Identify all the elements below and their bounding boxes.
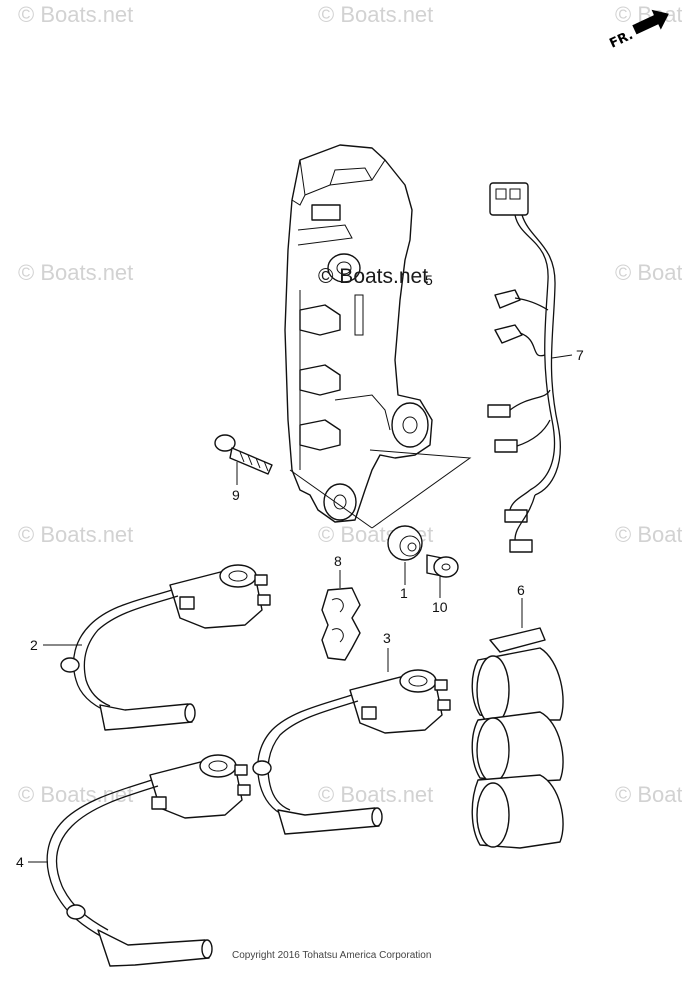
callout-4: 4	[16, 854, 24, 870]
watermark: © Boats.net	[615, 782, 682, 807]
ignition-coil-part-4: 4	[16, 754, 251, 967]
watermark: © Boats.net	[318, 782, 433, 807]
watermark: © Boats.net	[18, 260, 133, 285]
bolt-part-9: 9	[214, 434, 273, 503]
watermark-layer: © Boats.net © Boats.net © Boats.net © Bo…	[18, 2, 682, 807]
watermark: © Boats.net	[18, 2, 133, 27]
ignition-coil-part-2: 2	[30, 564, 271, 731]
callout-5: 5	[425, 272, 433, 288]
callout-10: 10	[432, 599, 448, 615]
callout-9: 9	[232, 487, 240, 503]
coil-holder-part-6: 6	[471, 582, 564, 849]
watermark: © Boats.net	[18, 522, 133, 547]
watermark: © Boats.net	[318, 2, 433, 27]
watermark: © Boats.net	[615, 260, 682, 285]
callout-8: 8	[334, 553, 342, 569]
callout-7: 7	[576, 347, 584, 363]
cdi-bracket-part-5: © Boats.net 5	[284, 144, 472, 529]
fr-label: FR.	[607, 28, 635, 52]
grommet-part-1: 1	[387, 525, 423, 601]
watermark: © Boats.net	[18, 782, 133, 807]
watermark: © Boats.net	[318, 265, 428, 288]
clamp-part-8: 8	[321, 553, 361, 661]
callout-1: 1	[400, 585, 408, 601]
collar-part-10: 10	[426, 554, 459, 615]
watermark: © Boats.net	[615, 522, 682, 547]
front-arrow-icon	[632, 9, 669, 35]
callout-3: 3	[383, 630, 391, 646]
wire-harness-part-7: 7	[487, 182, 584, 553]
copyright-notice: Copyright 2016 Tohatsu America Corporati…	[232, 950, 431, 961]
callout-6: 6	[517, 582, 525, 598]
ignition-coil-part-3: 3	[252, 630, 451, 835]
callout-2: 2	[30, 637, 38, 653]
